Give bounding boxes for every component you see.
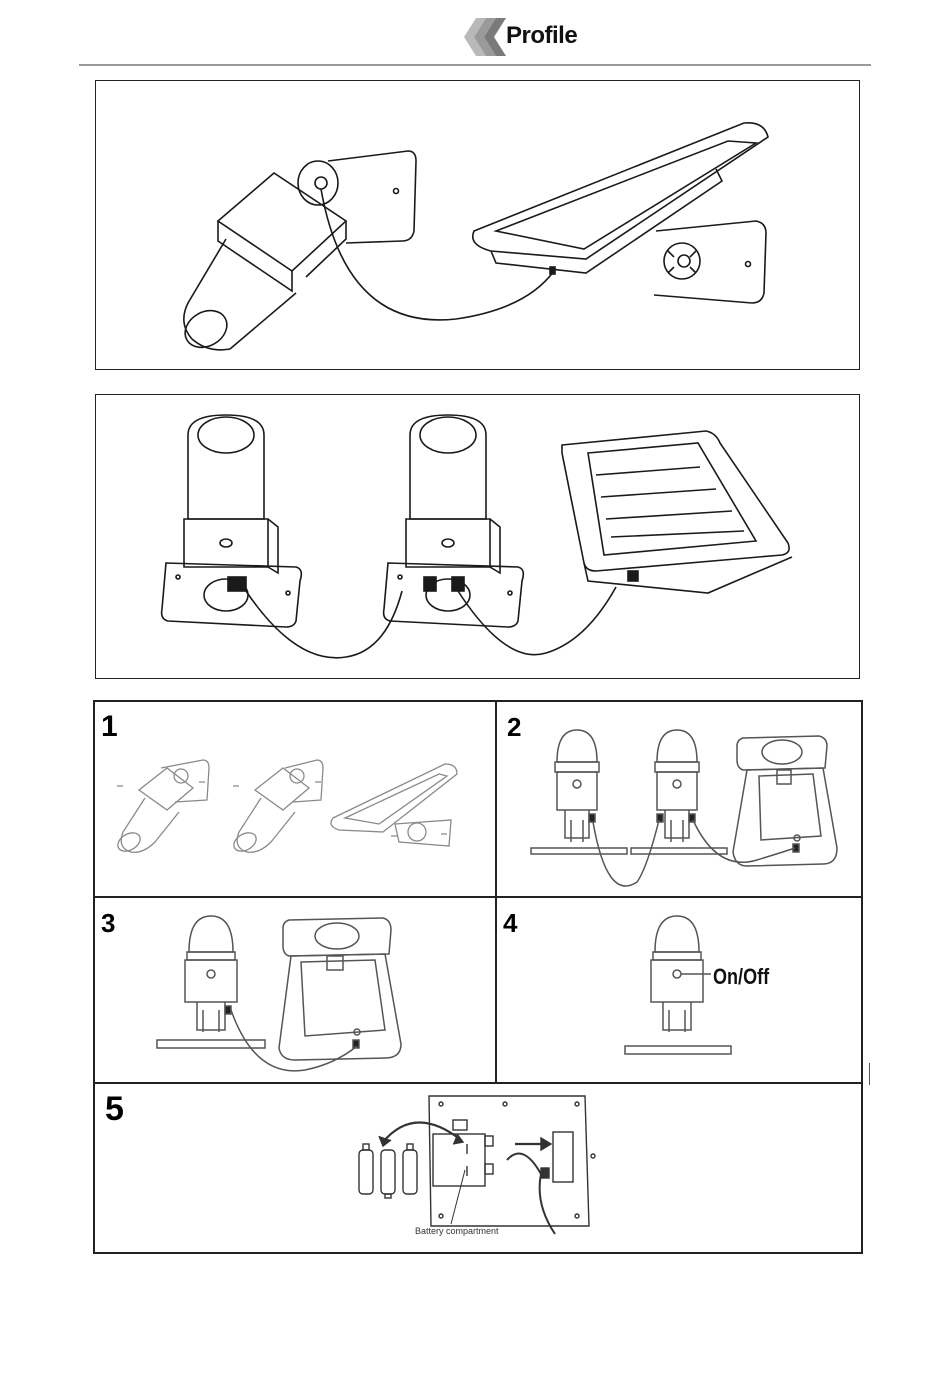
battery-compartment-caption: Battery compartment	[415, 1226, 499, 1236]
on-off-label: On/Off	[713, 964, 769, 990]
figure-two-lights	[95, 394, 860, 679]
margin-mark	[869, 1063, 870, 1085]
step-1: 1	[95, 702, 497, 898]
battery-icon	[403, 1144, 417, 1194]
step-4: 4 On/Off	[497, 898, 861, 1084]
step-3: 3	[95, 898, 497, 1084]
two-spotlights-and-solar-panel-illustration	[96, 395, 861, 680]
step-2: 2	[497, 702, 861, 898]
header-rule	[79, 64, 871, 66]
step-4-illustration	[497, 898, 861, 1084]
profile-chevrons-icon	[462, 14, 512, 60]
battery-icon	[359, 1144, 373, 1194]
figure-assembled	[95, 80, 860, 370]
step-2-illustration	[497, 702, 861, 898]
step-3-illustration	[95, 898, 495, 1084]
power-switch-icon	[673, 970, 681, 978]
spotlight-and-solar-panel-illustration	[96, 81, 861, 371]
installation-steps: 1 2	[93, 700, 863, 1254]
page-header: Profile	[0, 0, 950, 70]
brand-name: Profile	[506, 22, 577, 50]
step-5: 5	[95, 1084, 861, 1252]
brand-logo: Profile	[462, 14, 592, 60]
battery-icon	[381, 1150, 395, 1198]
step-1-illustration	[95, 702, 495, 898]
